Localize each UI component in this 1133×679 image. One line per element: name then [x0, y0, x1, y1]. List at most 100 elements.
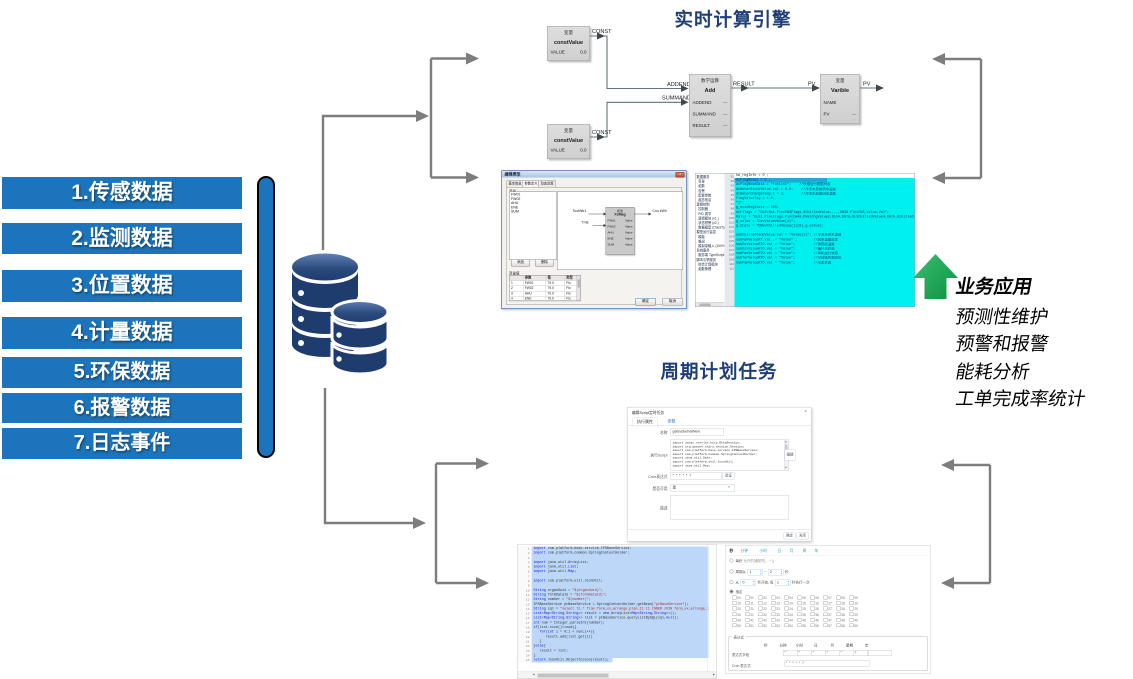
expression-input[interactable]: *	[797, 650, 812, 656]
desc-textarea[interactable]	[670, 495, 789, 520]
second-checkbox[interactable]: 24	[784, 606, 798, 613]
cron-tab[interactable]: 周	[802, 548, 807, 554]
cron-tab[interactable]: 小时	[759, 548, 768, 554]
expression-input[interactable]: *	[839, 650, 854, 656]
second-checkbox[interactable]: 40	[732, 617, 746, 624]
edit-script-button[interactable]: 编辑	[784, 449, 796, 461]
tree-item[interactable]: 函数	[696, 184, 705, 189]
second-checkbox[interactable]: 04	[784, 595, 798, 602]
second-checkbox[interactable]: 42	[758, 617, 772, 624]
tree-item[interactable]: 服务端 TypeScript	[696, 253, 725, 258]
variable-list-item[interactable]: AHU	[511, 201, 519, 206]
second-checkbox[interactable]: 58	[836, 623, 850, 629]
scrollbar-thumb[interactable]	[577, 279, 580, 288]
node-add[interactable]: 数学运算 Add ADDEND—SUMMAND—RESULT—	[689, 74, 731, 137]
tree-item[interactable]: 输出	[696, 239, 705, 244]
tree-item[interactable]: 函数管理	[696, 267, 712, 272]
tree-scrollbar[interactable]	[695, 302, 724, 307]
second-checkbox[interactable]: 34	[784, 612, 798, 618]
ok-button[interactable]: 确定	[783, 532, 796, 540]
verify-button[interactable]: 验证	[722, 472, 735, 480]
tree-item[interactable]: 模型运行监控	[696, 230, 717, 235]
editor-tree-panel[interactable]: 数据服务 变量 函数 告警 配置参数 组态信息逻辑控制 控制器 PID 调节 逻…	[696, 173, 726, 307]
second-checkbox[interactable]: 25	[797, 606, 811, 613]
second-checkbox[interactable]: 48	[836, 617, 850, 624]
second-checkbox[interactable]: 52	[758, 623, 772, 629]
tree-item[interactable]: 组态信息	[696, 198, 712, 203]
option-every-second[interactable]: 每秒 允许的通配符[, - * /]	[729, 558, 774, 564]
tree-item[interactable]: 逻辑模块 (v1.)	[696, 216, 719, 221]
second-checkbox[interactable]: 54	[784, 623, 798, 629]
expression-input[interactable]: *	[825, 650, 840, 656]
second-checkbox[interactable]: 15	[797, 601, 811, 607]
second-checkbox[interactable]: 00	[732, 595, 746, 602]
tree-item[interactable]: 变量	[696, 180, 705, 184]
name-input[interactable]: getBucketValNew	[670, 428, 724, 436]
second-checkbox[interactable]: 43	[771, 617, 785, 624]
delete-button[interactable]: 删除	[535, 259, 554, 267]
cycle-from-input[interactable]: 1▲▼	[747, 569, 763, 576]
second-checkbox[interactable]: 16	[810, 601, 824, 607]
expression-input[interactable]	[868, 650, 892, 656]
node-varible[interactable]: 变量 Varible NAME PV—	[820, 74, 860, 124]
script-textarea[interactable]: import javax.servlet.http.HttpSession;im…	[670, 439, 789, 471]
second-checkbox[interactable]: 37	[823, 612, 837, 618]
second-checkbox[interactable]: 07	[823, 595, 837, 602]
second-checkbox[interactable]: 02	[758, 595, 772, 602]
second-checkbox[interactable]: 49	[849, 617, 863, 624]
dialog-tab[interactable]: 动态设置	[538, 180, 556, 187]
expression-input[interactable]: ?	[853, 650, 868, 656]
tree-item[interactable]: 告警	[696, 189, 705, 193]
variable-list-item[interactable]: ENE	[511, 205, 519, 210]
second-checkbox[interactable]: 46	[810, 617, 824, 624]
second-checkbox[interactable]: 41	[745, 617, 759, 624]
radio-icon[interactable]	[729, 569, 734, 574]
variable-list-item[interactable]: FW02	[511, 197, 521, 201]
second-checkbox[interactable]: 36	[810, 612, 824, 618]
second-checkbox[interactable]: 51	[745, 623, 759, 629]
enabled-select[interactable]: 是	[670, 484, 735, 492]
second-checkbox[interactable]: 45	[797, 617, 811, 624]
second-checkbox[interactable]: 44	[784, 617, 798, 624]
tree-item[interactable]: 系统服务	[696, 249, 710, 253]
tree-item[interactable]: 数据服务	[696, 175, 710, 180]
second-checkbox[interactable]: 13	[771, 601, 785, 607]
variable-list-item[interactable]: SUM	[511, 210, 519, 214]
second-checkbox[interactable]: 39	[849, 612, 863, 618]
spinner-arrows-icon[interactable]: ▲▼	[752, 580, 755, 586]
second-checkbox[interactable]: 56	[810, 623, 824, 629]
scroll-left-icon[interactable]: ◄	[532, 673, 535, 677]
second-checkbox[interactable]: 55	[797, 623, 811, 629]
second-checkbox[interactable]: 32	[758, 612, 772, 618]
tree-item[interactable]: 模板	[696, 235, 705, 239]
radio-icon[interactable]	[729, 558, 734, 563]
second-checkbox[interactable]: 57	[823, 623, 837, 629]
second-checkbox[interactable]: 21	[745, 606, 759, 613]
tree-item[interactable]: 逻辑控制	[696, 203, 710, 207]
cron-tab[interactable]: 分钟	[740, 548, 749, 554]
scroll-right-icon[interactable]: ►	[712, 673, 715, 677]
second-checkbox[interactable]: 10	[732, 601, 746, 607]
second-checkbox[interactable]: 53	[771, 623, 785, 629]
tree-item[interactable]: 模拟量输入 (100%)	[696, 244, 725, 249]
second-checkbox[interactable]: 17	[823, 601, 837, 607]
second-checkbox[interactable]: 29	[849, 606, 863, 613]
expression-input[interactable]: *	[783, 650, 798, 656]
tab-params[interactable]: 参数	[667, 419, 676, 424]
spinner-arrows-icon[interactable]: ▲▼	[787, 580, 790, 586]
close-button[interactable]: 关闭	[796, 532, 809, 540]
second-checkbox[interactable]: 06	[810, 595, 824, 602]
cron-tab[interactable]: 日	[777, 548, 782, 554]
second-checkbox[interactable]: 05	[797, 595, 811, 602]
second-checkbox[interactable]: 33	[771, 612, 785, 618]
radio-icon[interactable]	[729, 580, 734, 585]
second-checkbox[interactable]: 03	[771, 595, 785, 602]
spinner-arrows-icon[interactable]: ▲▼	[780, 569, 783, 575]
close-icon[interactable]: ×	[804, 409, 807, 415]
second-checkbox[interactable]: 01	[745, 595, 759, 602]
second-checkbox[interactable]: 11	[745, 601, 759, 607]
cancel-button[interactable]: 取消	[662, 298, 683, 306]
